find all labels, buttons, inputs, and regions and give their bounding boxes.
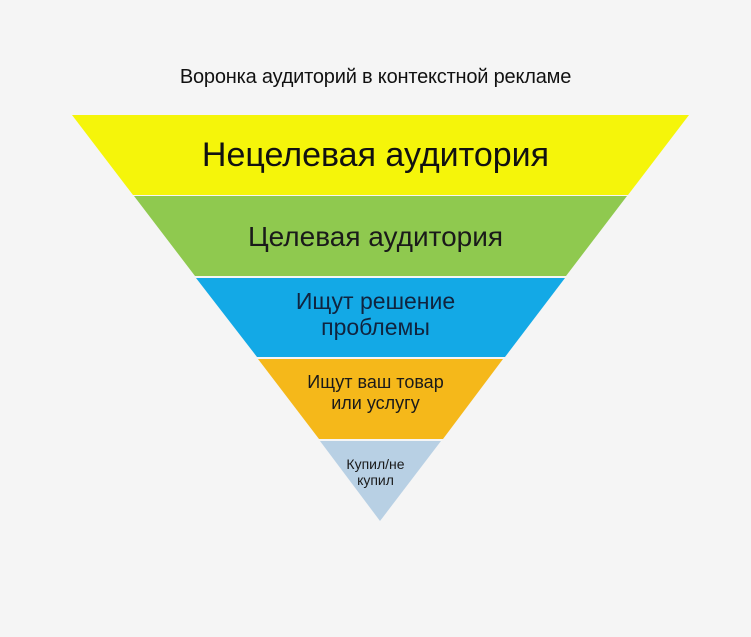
diagram-title: Воронка аудиторий в контекстной рекламе xyxy=(179,66,572,88)
funnel-level-3-band xyxy=(196,278,565,357)
funnel-level-2-label: Целевая аудитория xyxy=(0,221,751,253)
level-5-text-line-2: купил xyxy=(357,472,394,489)
funnel-level-1-label: Нецелевая аудитория xyxy=(0,136,751,175)
funnel-level-4-band xyxy=(258,359,503,439)
level-4-text-line-2: или услугу xyxy=(331,392,420,413)
funnel-level-1-band xyxy=(72,115,689,195)
level-2-text: Целевая аудитория xyxy=(247,221,504,252)
funnel-level-2-band xyxy=(134,196,627,276)
funnel-level-3-label: Ищут решение проблемы xyxy=(0,288,751,341)
level-4-text-line-1: Ищут ваш товар xyxy=(307,372,444,392)
funnel-level-5-label: Купил/не купил xyxy=(0,456,751,488)
level-3-text-line-2: проблемы xyxy=(321,314,430,341)
level-1-text: Нецелевая аудитория xyxy=(201,136,550,174)
funnel-level-5-band xyxy=(320,441,441,521)
level-5-text-line-1: Купил/не xyxy=(346,456,405,472)
funnel-level-4-label: Ищут ваш товар или услугу xyxy=(0,372,751,413)
level-3-text-line-1: Ищут решение xyxy=(295,288,456,314)
